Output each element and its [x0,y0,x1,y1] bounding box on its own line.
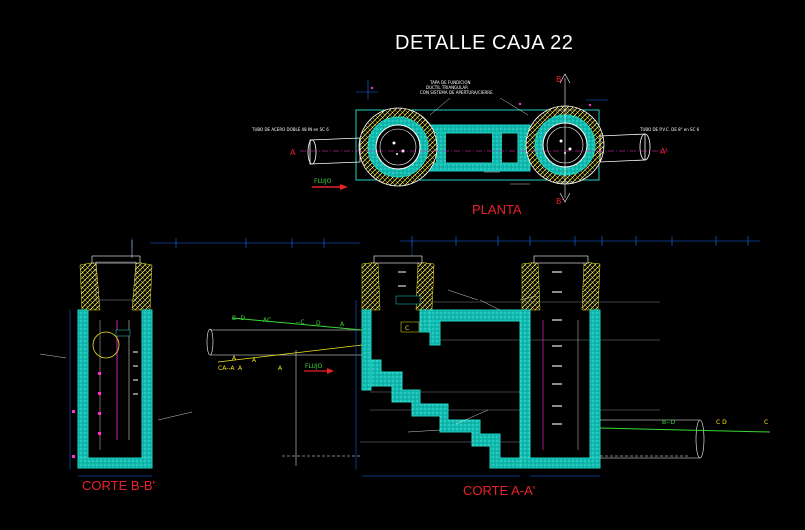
section-b-label: CORTE B-B' [82,478,156,493]
lid-note-3: CON SISTEMA DE APERTURA/CIERRE [420,90,493,95]
drawing-title: DETALLE CAJA 22 [395,32,574,54]
section-mark-a-prime: A' [660,147,668,156]
water-label-4: A [238,365,243,372]
water-label-1: A [232,355,237,362]
water-label-5: A [278,365,283,372]
water-label-2: A [252,357,257,364]
pipe-out-note: TUBO DE P.V.C. DE 8" en SC 6 [639,127,700,132]
top-dimension-row [131,236,760,258]
grade-label-5: A [340,321,345,328]
plan-flow-label: FLUJO [314,178,332,185]
section-flow-label: FLUJO [305,363,323,370]
water-label-3: CA--A [218,365,235,372]
section-a-a: B--D AC --C D A A A CA--A A A FLUJO C B-… [206,255,771,477]
section-a-label: CORTE A-A' [463,483,536,498]
grade-label-2: AC [263,317,271,324]
plan-view: TAPA DE FUNDICION DUCTIL TRIANGULAR CON … [251,73,700,206]
outlet-label-3: C [764,419,768,426]
chamber-c-label: C [405,325,409,332]
grade-label-3: --C [296,319,305,326]
section-mark-b-prime: B' [556,197,564,206]
section-mark-a: A [290,148,296,157]
outlet-label-1: B--D [662,419,675,426]
lid-note-1: TAPA DE FUNDICION [429,80,471,85]
plan-view-label: PLANTA [472,202,522,217]
section-b-b [39,240,193,477]
grade-label-4: D [316,320,321,327]
grade-label-1: B--D [232,315,245,322]
outlet-label-2: C D [716,419,727,426]
section-mark-b: B [556,75,562,84]
lid-note-2: DUCTIL TRIANGULAR [426,85,468,90]
pipe-in-note: TUBO DE ACERO DOBLE 48 IN en SC 6 [251,127,329,132]
